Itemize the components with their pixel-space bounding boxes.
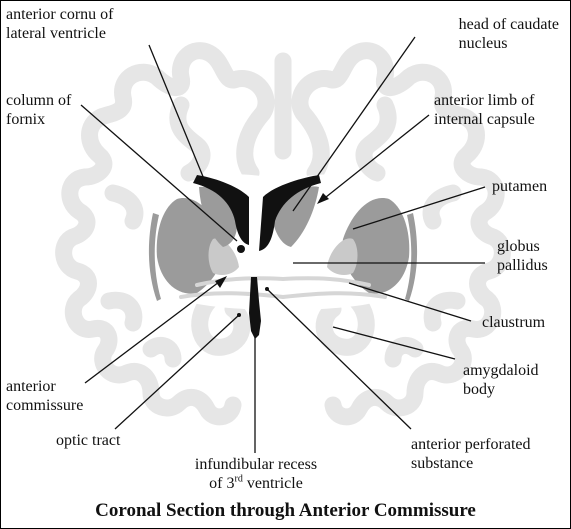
label-anterior-cornu-line1: anterior cornu of bbox=[6, 6, 114, 23]
label-amygdaloid-body: amygdaloid body bbox=[463, 361, 539, 399]
label-infundibular-line1: infundibular recess bbox=[194, 456, 318, 473]
claustrum-right bbox=[405, 213, 418, 301]
label-amygdaloid-body-line2: body bbox=[463, 381, 495, 398]
label-globus-pallidus-line2: pallidus bbox=[497, 257, 548, 274]
label-column-of-fornix: column of fornix bbox=[6, 91, 71, 129]
globus-pallidus-right bbox=[327, 238, 358, 275]
claustrum-left bbox=[148, 213, 161, 301]
label-anterior-cornu-line2: lateral ventricle bbox=[6, 25, 106, 42]
label-anterior-commissure-line1: anterior bbox=[6, 378, 56, 395]
fornix-column bbox=[237, 245, 245, 253]
third-ventricle bbox=[249, 277, 261, 339]
label-anterior-limb-line2: internal capsule bbox=[434, 111, 535, 128]
leader-anterior-commissure bbox=[84, 278, 224, 384]
label-infundibular-line2-post: ventricle bbox=[242, 475, 303, 492]
label-anterior-limb-line1: anterior limb of bbox=[434, 92, 535, 109]
leader-column-fornix bbox=[80, 104, 238, 242]
leader-anterior-perforated bbox=[266, 288, 412, 430]
label-putamen: putamen bbox=[492, 177, 547, 196]
lateral-ventricle-left bbox=[193, 175, 249, 245]
globus-pallidus-left bbox=[208, 238, 239, 275]
leader-anterior-cornu bbox=[148, 44, 205, 180]
label-anterior-commissure: anterior commissure bbox=[6, 377, 83, 415]
label-claustrum: claustrum bbox=[482, 313, 545, 332]
leader-head-caudate bbox=[292, 36, 416, 212]
label-anterior-perforated-line2: substance bbox=[411, 455, 474, 472]
leader-putamen bbox=[352, 186, 486, 230]
label-amygdaloid-body-line1: amygdaloid bbox=[463, 362, 539, 379]
label-putamen-line1: putamen bbox=[492, 178, 548, 195]
label-anterior-cornu: anterior cornu of lateral ventricle bbox=[6, 5, 114, 43]
leader-lines bbox=[80, 36, 486, 453]
leader-anterior-limb bbox=[320, 114, 430, 202]
putamen-right bbox=[342, 198, 410, 294]
label-globus-pallidus: globus pallidus bbox=[497, 237, 548, 275]
leader-claustrum bbox=[348, 282, 472, 322]
label-anterior-commissure-line2: commissure bbox=[6, 397, 84, 414]
label-head-of-caudate-line2: nucleus bbox=[458, 35, 508, 52]
arrowhead-anterior-limb bbox=[317, 193, 329, 204]
label-infundibular-line2-sup: rd bbox=[234, 473, 243, 485]
label-claustrum-line1: claustrum bbox=[482, 314, 546, 331]
label-anterior-perforated: anterior perforated substance bbox=[411, 435, 530, 473]
leader-amygdaloid bbox=[332, 326, 456, 360]
label-column-of-fornix-line2: fornix bbox=[6, 111, 46, 128]
label-infundibular-recess: infundibular recess of 3rd ventricle bbox=[171, 455, 341, 493]
diagram-title: Coronal Section through Anterior Commiss… bbox=[95, 500, 476, 521]
label-head-of-caudate-line1: head of caudate bbox=[458, 16, 559, 33]
label-anterior-perforated-line1: anterior perforated bbox=[411, 436, 531, 453]
arrowheads bbox=[215, 193, 329, 288]
arrowhead-anterior-commissure bbox=[215, 276, 227, 288]
label-column-of-fornix-line1: column of bbox=[6, 92, 72, 109]
label-infundibular-line2-pre: of 3 bbox=[209, 475, 235, 492]
label-optic-tract: optic tract bbox=[56, 431, 120, 450]
label-anterior-limb: anterior limb of internal capsule bbox=[434, 91, 535, 129]
label-globus-pallidus-line1: globus bbox=[497, 238, 540, 255]
label-infundibular-line2: of 3rd ventricle bbox=[171, 474, 341, 493]
label-head-of-caudate: head of caudate nucleus bbox=[459, 15, 559, 53]
label-optic-tract-line1: optic tract bbox=[56, 432, 121, 449]
cerebrum-outline bbox=[55, 42, 511, 426]
leader-optic-tract bbox=[114, 314, 240, 430]
lateral-ventricle-right bbox=[259, 175, 321, 251]
